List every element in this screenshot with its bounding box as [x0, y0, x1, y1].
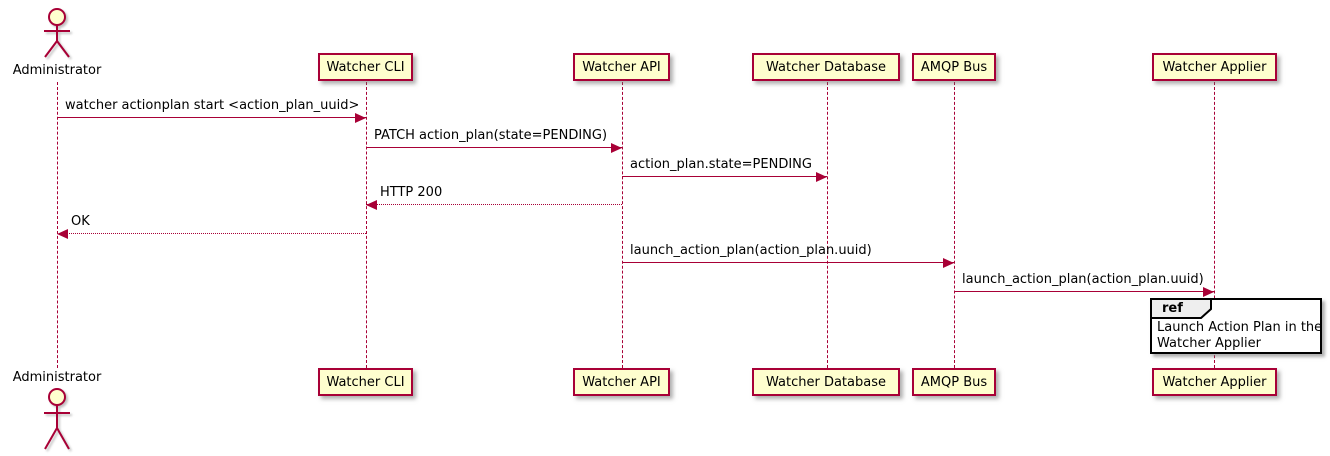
ref-keyword: ref	[1162, 301, 1183, 316]
participant-label: Watcher CLI	[326, 374, 405, 390]
message-label: launch_action_plan(action_plan.uuid)	[630, 243, 872, 258]
message-label: action_plan.state=PENDING	[630, 157, 812, 172]
actor-figure-icon	[44, 388, 70, 450]
participant-box-amqp-bus-bottom: AMQP Bus	[912, 368, 996, 396]
participant-label: Watcher API	[582, 374, 661, 390]
participant-box-watcher-applier-bottom: Watcher Applier	[1152, 368, 1277, 396]
message-launch-action-plan-amqp: launch_action_plan(action_plan.uuid)	[622, 243, 954, 268]
arrowhead-icon	[816, 172, 827, 182]
lifeline-watcher-applier	[1214, 82, 1215, 368]
message-line	[366, 204, 622, 205]
arrowhead-icon	[366, 200, 377, 210]
lifeline-administrator	[57, 82, 58, 368]
message-ok: OK	[57, 214, 366, 239]
message-line	[622, 262, 954, 263]
participant-box-watcher-database-bottom: Watcher Database	[752, 368, 900, 396]
participant-label: AMQP Bus	[920, 374, 988, 390]
ref-fragment: ref Launch Action Plan in the Watcher Ap…	[1150, 298, 1322, 354]
participant-box-watcher-database-top: Watcher Database	[752, 53, 900, 81]
participant-box-watcher-cli-bottom: Watcher CLI	[318, 368, 413, 396]
participant-box-watcher-api-top: Watcher API	[573, 53, 670, 81]
participant-box-watcher-applier-top: Watcher Applier	[1152, 53, 1277, 81]
actor-label-top: Administrator	[12, 63, 102, 78]
message-label: watcher actionplan start <action_plan_uu…	[65, 98, 360, 113]
ref-header-pentagon-icon	[1150, 298, 1212, 319]
participant-label: Watcher Applier	[1162, 374, 1267, 390]
arrowhead-icon	[1203, 287, 1214, 297]
message-line	[57, 233, 366, 234]
actor-label-bottom: Administrator	[12, 370, 102, 385]
participant-box-watcher-cli-top: Watcher CLI	[318, 53, 413, 81]
arrowhead-icon	[57, 229, 68, 239]
message-start-actionplan: watcher actionplan start <action_plan_uu…	[57, 98, 366, 123]
participant-label: Watcher API	[582, 59, 661, 75]
participant-label: Watcher Database	[766, 374, 886, 390]
message-line	[57, 117, 366, 118]
arrowhead-icon	[355, 113, 366, 123]
message-patch-action-plan: PATCH action_plan(state=PENDING)	[366, 128, 622, 153]
message-label: PATCH action_plan(state=PENDING)	[374, 128, 608, 143]
message-http-200: HTTP 200	[366, 185, 622, 210]
arrowhead-icon	[943, 258, 954, 268]
participant-label: Watcher Database	[766, 59, 886, 75]
message-label: HTTP 200	[380, 185, 443, 200]
message-line	[954, 291, 1214, 292]
message-line	[622, 176, 827, 177]
lifeline-amqp-bus	[954, 82, 955, 368]
participant-label: Watcher Applier	[1162, 59, 1267, 75]
message-state-pending: action_plan.state=PENDING	[622, 157, 827, 182]
participant-box-watcher-api-bottom: Watcher API	[573, 368, 670, 396]
arrowhead-icon	[611, 143, 622, 153]
participant-box-amqp-bus-top: AMQP Bus	[912, 53, 996, 81]
participant-label: AMQP Bus	[920, 59, 988, 75]
message-launch-action-plan-applier: launch_action_plan(action_plan.uuid)	[954, 272, 1214, 297]
message-line	[366, 147, 622, 148]
lifeline-watcher-api	[622, 82, 623, 368]
lifeline-watcher-database	[827, 82, 828, 368]
actor-figure-icon	[44, 8, 70, 58]
message-label: launch_action_plan(action_plan.uuid)	[962, 272, 1204, 287]
lifeline-watcher-cli	[366, 82, 367, 368]
message-label: OK	[71, 214, 90, 229]
participant-label: Watcher CLI	[326, 59, 405, 75]
ref-text-line1: Launch Action Plan in the	[1157, 320, 1323, 335]
ref-text-line2: Watcher Applier	[1157, 336, 1261, 351]
